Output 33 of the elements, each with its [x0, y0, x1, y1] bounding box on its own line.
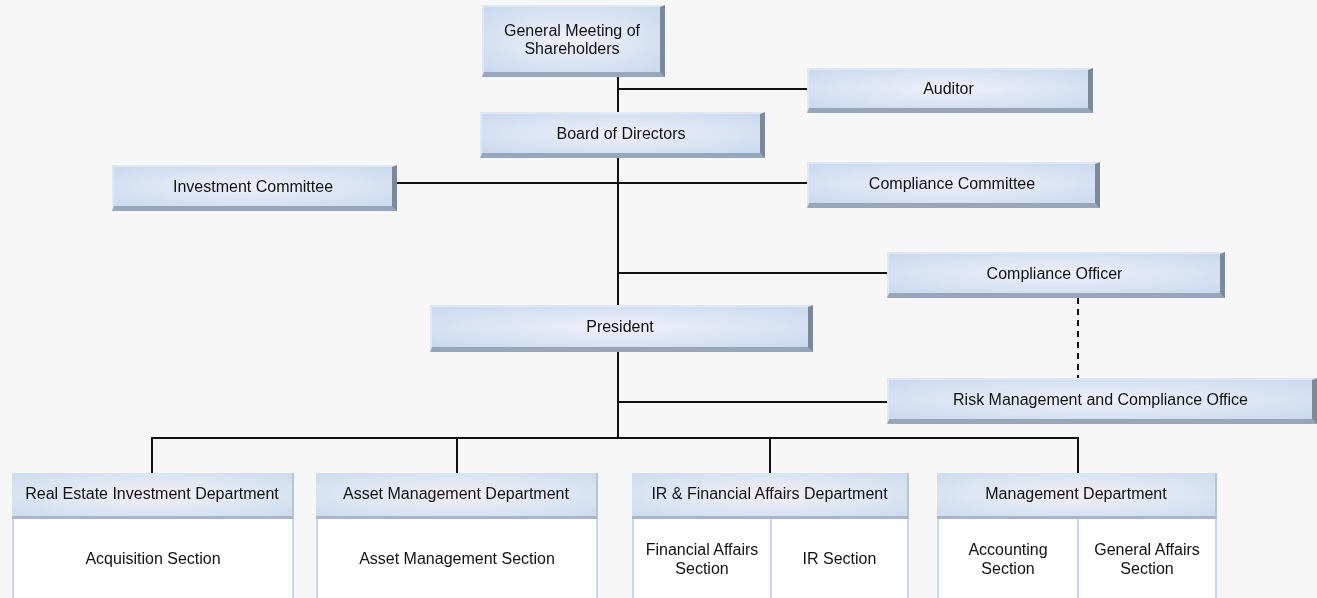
org-box: [807, 68, 1093, 113]
box-label: Compliance Officer: [985, 264, 1124, 283]
department-panel: [12, 473, 294, 598]
connector-line: [617, 76, 808, 90]
org-box: [112, 165, 397, 211]
box-label: General Meeting of Shareholders: [502, 21, 642, 58]
department-title: IR & Financial Affairs Department: [651, 486, 888, 503]
section-name: General Affairs Section: [1093, 539, 1201, 579]
section-name: Financial Affairs Section: [644, 539, 760, 579]
section-name: Asset Management Section: [358, 549, 556, 569]
box-label: Board of Directors: [555, 124, 687, 143]
org-box: [807, 162, 1100, 208]
department-panel: [937, 473, 1217, 598]
section-name: IR Section: [801, 549, 878, 569]
box-label: Risk Management and Compliance Office: [952, 390, 1249, 409]
org-box: [887, 252, 1225, 298]
department-panel: [632, 473, 909, 598]
department-title: Asset Management Department: [343, 486, 569, 503]
section-name: Acquisition Section: [84, 549, 222, 569]
box-label: Compliance Committee: [867, 174, 1037, 193]
section-name: Accounting Section: [967, 539, 1049, 579]
department-title: Management Department: [985, 486, 1167, 503]
org-box: [887, 378, 1317, 424]
org-box: [430, 305, 813, 352]
org-box: [480, 112, 765, 158]
connector-line: [617, 157, 619, 306]
box-label: President: [585, 318, 655, 336]
box-label: Auditor: [922, 80, 975, 98]
dashed-connector: [1077, 297, 1079, 379]
department-panel: [316, 473, 598, 598]
department-title: Real Estate Investment Department: [25, 486, 279, 503]
org-box: [482, 5, 665, 77]
box-label: Investment Committee: [171, 177, 335, 196]
